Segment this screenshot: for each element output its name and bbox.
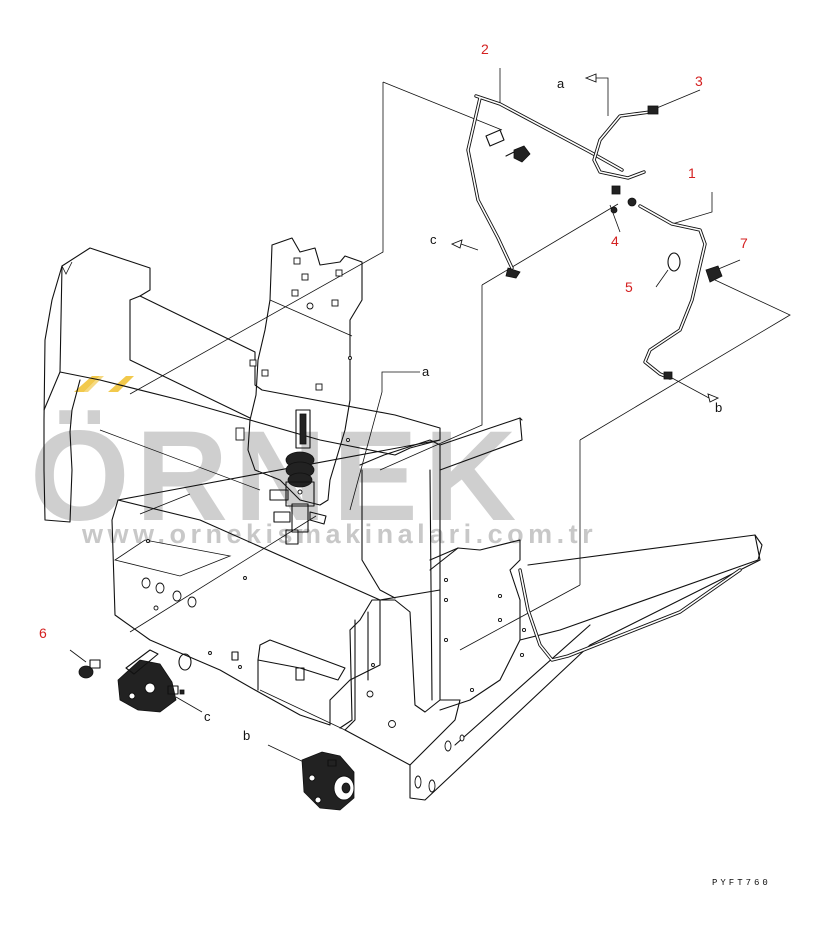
bolt — [513, 145, 531, 163]
arrow-c-top — [450, 239, 463, 249]
watermark-text: ÖRNEK — [30, 405, 522, 548]
connector-b — [663, 371, 673, 380]
pipe-2 — [466, 94, 624, 270]
ref-c-top: c — [430, 232, 437, 247]
bracket-panel — [235, 237, 363, 545]
center-pillar — [339, 439, 441, 729]
part-number-3: 3 — [695, 73, 703, 89]
part-number-2: 2 — [481, 41, 489, 57]
part-number-5: 5 — [625, 279, 633, 295]
clamp-plate — [485, 129, 505, 147]
bolt-6 — [78, 659, 101, 679]
fittings — [78, 105, 723, 679]
union-5 — [667, 252, 681, 272]
pipes — [466, 94, 742, 662]
mounting-pads — [178, 651, 305, 681]
right-side-plate — [429, 539, 521, 711]
clip-7 — [705, 265, 723, 283]
valve-assembly — [269, 409, 327, 545]
base-rail — [344, 559, 761, 801]
figure-code: PYFT760 — [712, 878, 771, 888]
part-number-7: 7 — [740, 235, 748, 251]
rear-long-beam — [519, 534, 763, 641]
pump-assembly-c — [117, 649, 185, 713]
lower-pipe — [518, 568, 742, 662]
part-number-labels: 1 2 3 4 5 6 7 — [39, 41, 748, 641]
ref-b-right: b — [715, 400, 722, 415]
upper-plate — [129, 295, 251, 419]
front-lower-plate — [111, 499, 381, 726]
ref-a-center: a — [422, 364, 430, 379]
connector-c — [505, 267, 521, 279]
arrow-a-top — [584, 73, 597, 83]
watermark-accent-marks — [74, 376, 134, 392]
front-plate-holes — [141, 539, 375, 669]
reference-letters: a c a b c b — [204, 76, 722, 743]
direction-arrows — [450, 73, 720, 403]
frame-structure — [43, 247, 763, 801]
part-number-6: 6 — [39, 625, 47, 641]
cross-beam — [439, 417, 523, 471]
ref-c-bottom: c — [204, 709, 211, 724]
bracket-holes — [235, 257, 352, 442]
left-rear-panel — [59, 247, 441, 456]
ref-b-bottom: b — [243, 728, 250, 743]
part-number-4: 4 — [611, 233, 619, 249]
part-number-1: 1 — [688, 165, 696, 181]
fitting-4 — [611, 185, 621, 195]
connector-3 — [647, 105, 659, 115]
watermark: ÖRNEK www.ornekismakinalari.com.tr — [30, 376, 593, 549]
ref-a-top: a — [557, 76, 565, 91]
pump-assembly-b — [301, 751, 355, 811]
right-plate-holes — [443, 577, 527, 693]
